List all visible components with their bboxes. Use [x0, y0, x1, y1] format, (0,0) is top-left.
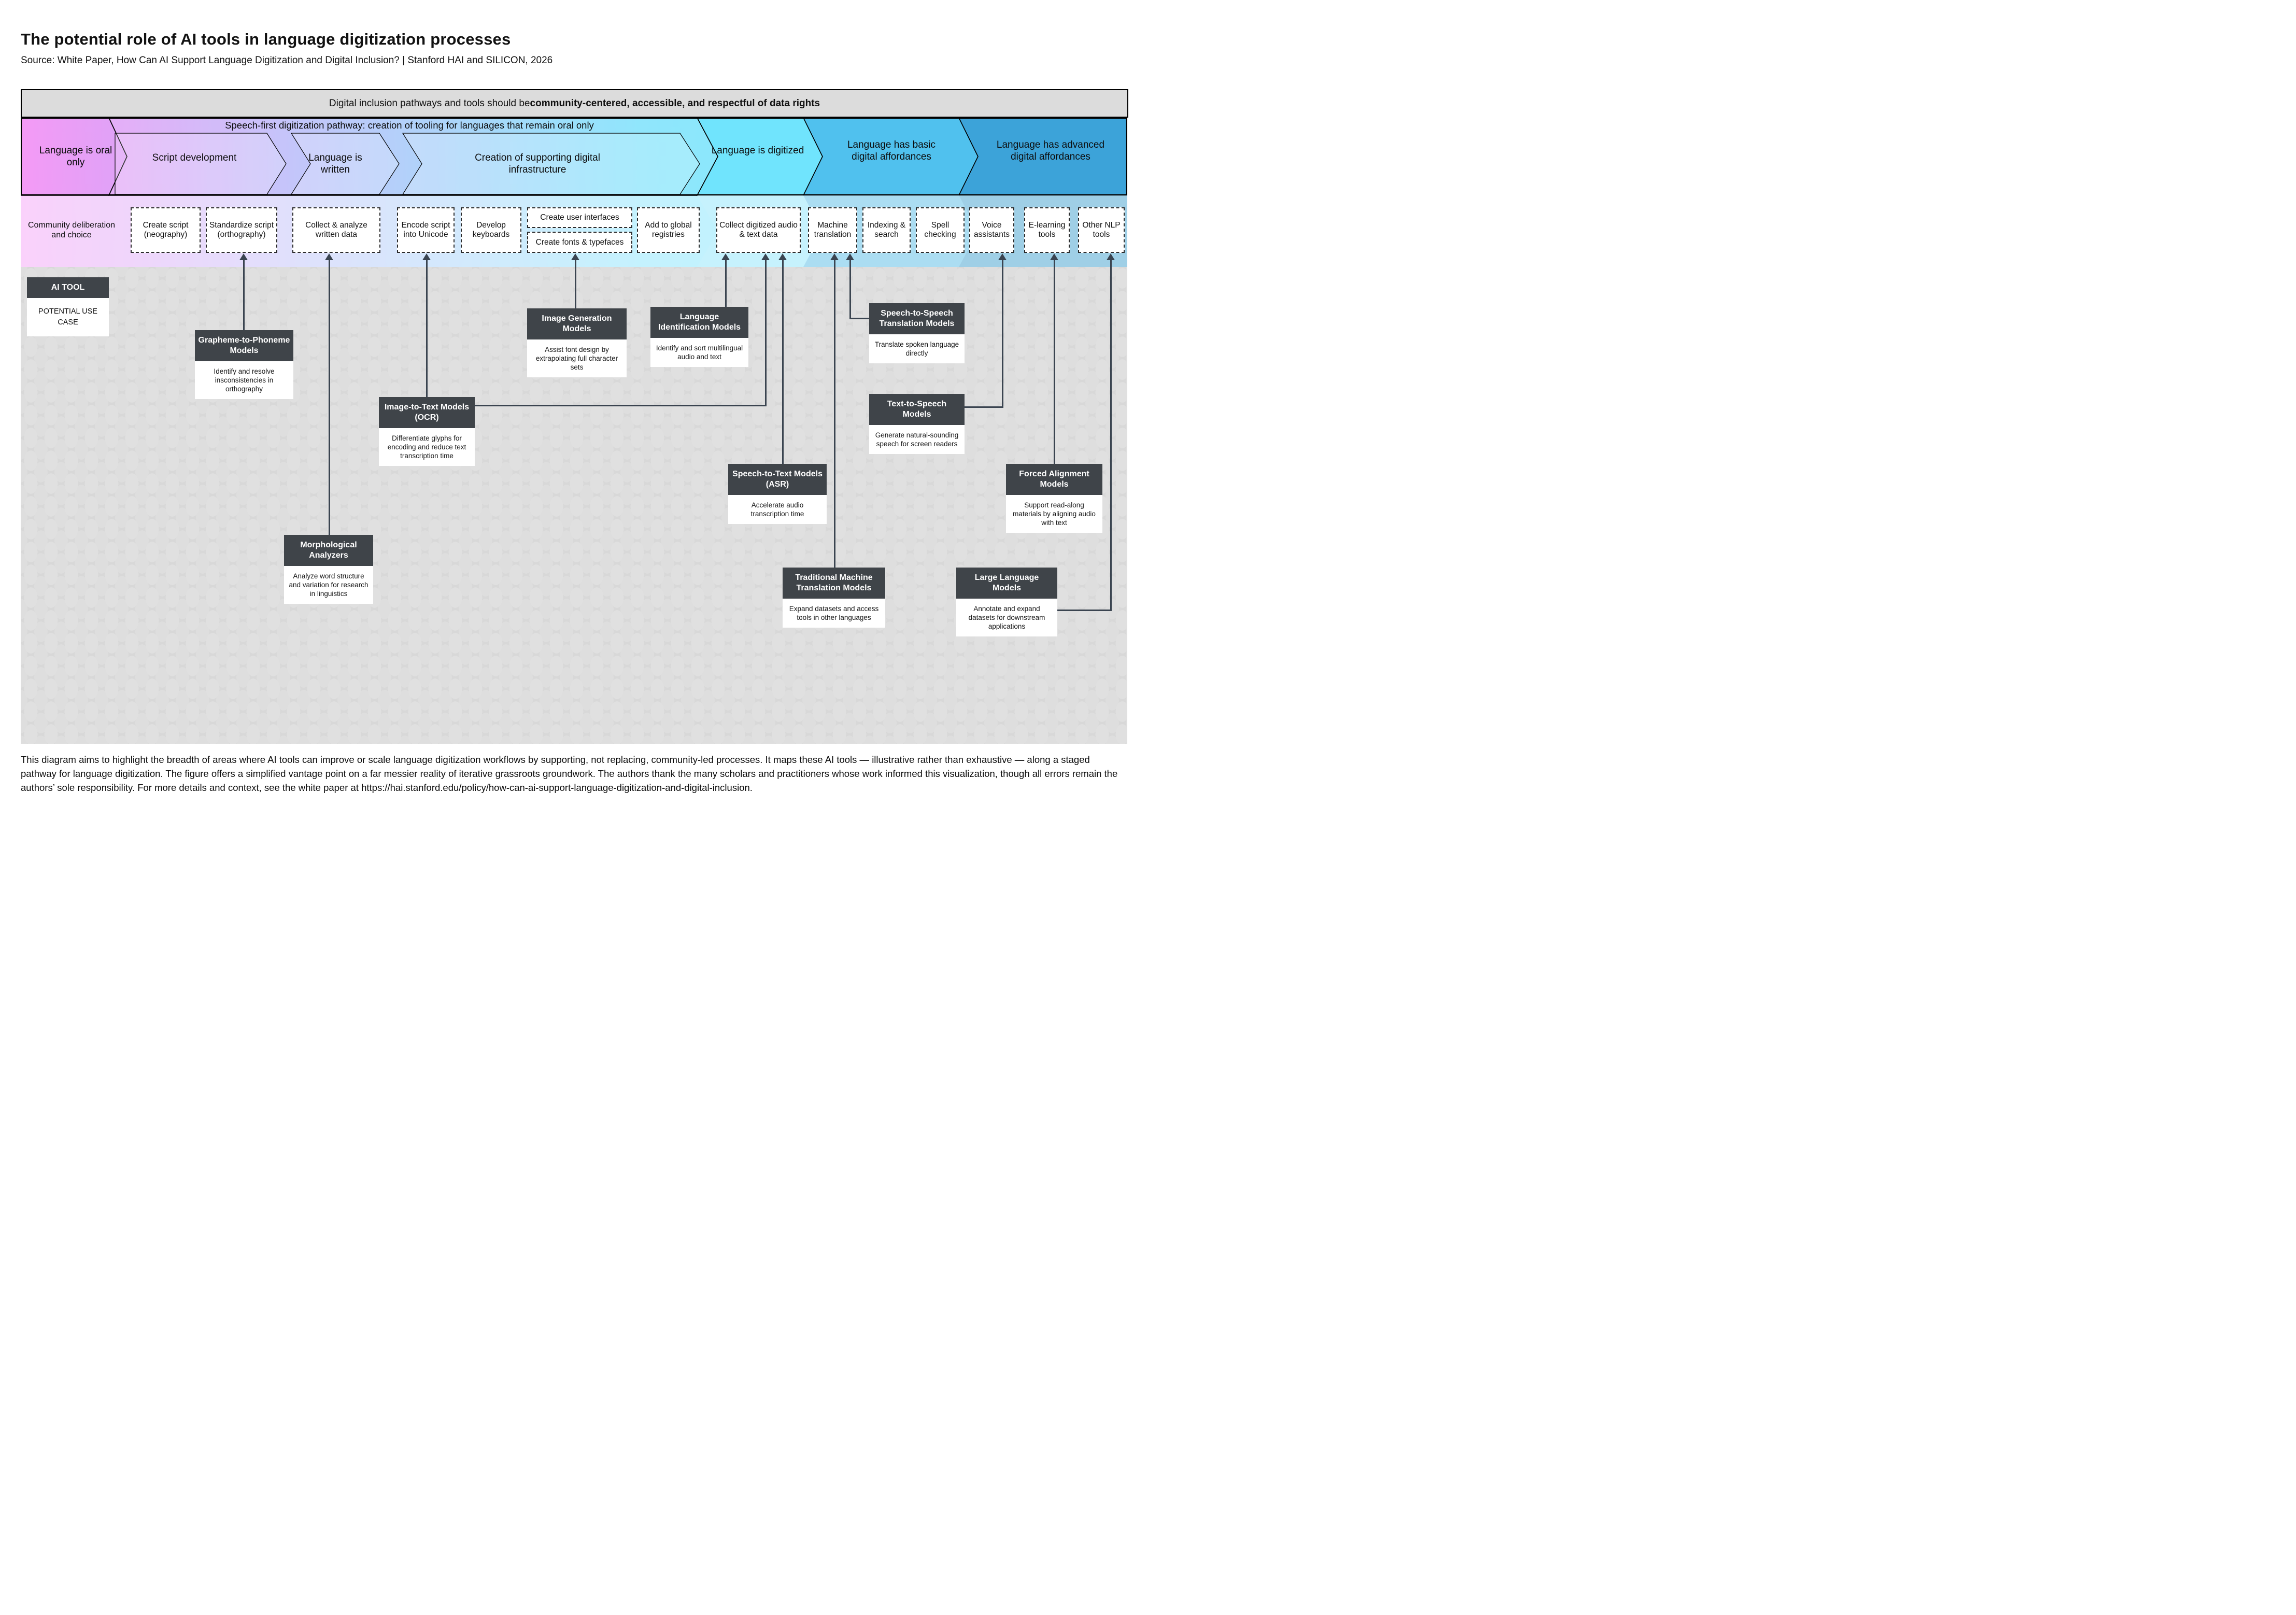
arrowhead-ocr — [422, 253, 431, 260]
tool-desc: Analyze word structure and variation for… — [284, 566, 373, 604]
step-indexing-search: Indexing & search — [862, 207, 911, 253]
stage-oral-label: Language is oral only — [39, 145, 112, 168]
tool-title: Image-to-Text Models (OCR) — [379, 397, 475, 428]
arrowhead-g2p — [239, 253, 248, 260]
tool-large-language-models: Large Language Models Annotate and expan… — [956, 568, 1057, 636]
connector-g2p — [243, 260, 245, 330]
speech-first-label: Speech-first digitization pathway: creat… — [225, 120, 594, 131]
arrowhead-ocr-elbow — [761, 253, 770, 260]
step-machine-translation: Machine translation — [808, 207, 857, 253]
connector-llm-elbow — [1110, 260, 1112, 611]
footer-note: This diagram aims to highlight the bread… — [21, 754, 1118, 793]
tool-image-generation: Image Generation Models Assist font desi… — [527, 308, 627, 377]
connector-asr — [782, 260, 784, 464]
connector-tradmt — [834, 260, 835, 568]
banner-text-bold: community-centered, accessible, and resp… — [530, 97, 820, 109]
page-source: Source: White Paper, How Can AI Support … — [21, 55, 553, 66]
stage-digitized-label: Language is digitized — [711, 145, 804, 156]
tool-desc: Identify and resolve insconsistencies in… — [195, 361, 293, 399]
connector-ocr-up — [426, 260, 428, 397]
arrowhead-llm — [1107, 253, 1115, 260]
connector-imagegen — [575, 260, 576, 308]
tool-title: Forced Alignment Models — [1006, 464, 1102, 495]
tool-title: Traditional Machine Translation Models — [783, 568, 885, 599]
stage-written-shape — [291, 133, 399, 194]
tool-title: Speech-to-Speech Translation Models — [869, 303, 965, 334]
stage-basic-label: Language has basic digital affordances — [847, 139, 936, 162]
connector-ocr-elbow — [765, 260, 767, 406]
tool-title: Language Identification Models — [650, 307, 748, 338]
step-standardize-script: Standardize script (orthography) — [206, 207, 277, 253]
arrowhead-s2s — [846, 253, 854, 260]
page-title: The potential role of AI tools in langua… — [21, 30, 511, 48]
tool-desc: Expand datasets and access tools in othe… — [783, 599, 885, 628]
banner-text: Digital inclusion pathways and tools sho… — [329, 97, 530, 109]
step-create-fonts: Create fonts & typefaces — [527, 232, 632, 253]
arrowhead-tts — [998, 253, 1007, 260]
step-collect-digitized: Collect digitized audio & text data — [716, 207, 801, 253]
tool-title: Large Language Models — [956, 568, 1057, 599]
tool-text-to-speech: Text-to-Speech Models Generate natural-s… — [869, 394, 965, 454]
connector-ocr-right — [475, 405, 767, 406]
principles-banner: Digital inclusion pathways and tools sho… — [21, 89, 1128, 118]
arrowhead-falign — [1050, 253, 1058, 260]
step-global-registries: Add to global registries — [637, 207, 700, 253]
tool-title: Grapheme-to-Phoneme Models — [195, 330, 293, 361]
connector-langid — [725, 260, 727, 307]
tool-title: Speech-to-Text Models (ASR) — [728, 464, 827, 495]
arrowhead-asr — [778, 253, 787, 260]
tool-desc: Translate spoken language directly — [869, 334, 965, 363]
tool-desc: Generate natural-sounding speech for scr… — [869, 425, 965, 454]
arrowhead-langid — [721, 253, 730, 260]
tool-grapheme-to-phoneme: Grapheme-to-Phoneme Models Identify and … — [195, 330, 293, 399]
connector-llm-right — [1057, 610, 1112, 611]
step-elearning-tools: E-learning tools — [1024, 207, 1070, 253]
connector-tts-elbow — [1002, 260, 1003, 408]
stage-infra-label: Creation of supporting digital infrastru… — [475, 152, 600, 175]
tool-forced-alignment: Forced Alignment Models Support read-alo… — [1006, 464, 1102, 533]
tool-speech-to-speech: Speech-to-Speech Translation Models Tran… — [869, 303, 965, 363]
tool-desc: Assist font design by extrapolating full… — [527, 339, 627, 377]
stage-infra-shape — [403, 133, 700, 194]
connector-tts-right — [965, 406, 1003, 408]
connector-morph — [329, 260, 330, 535]
arrowhead-imagegen — [571, 253, 579, 260]
tool-morphological-analyzers: Morphological Analyzers Analyze word str… — [284, 535, 373, 604]
tool-image-to-text-ocr: Image-to-Text Models (OCR) Differentiate… — [379, 397, 475, 466]
tool-desc: Differentiate glyphs for encoding and re… — [379, 428, 475, 466]
tool-desc: Identify and sort multilingual audio and… — [650, 338, 748, 367]
stage-advanced-label: Language has advanced digital affordance… — [996, 139, 1105, 162]
step-spell-checking: Spell checking — [916, 207, 965, 253]
speech-first-container — [109, 118, 718, 195]
tool-title: Text-to-Speech Models — [869, 394, 965, 425]
legend-ai-tool-label: AI TOOL — [27, 277, 109, 298]
connector-s2s-right — [849, 318, 869, 319]
tool-language-identification: Language Identification Models Identify … — [650, 307, 748, 367]
tool-desc: Annotate and expand datasets for downstr… — [956, 599, 1057, 636]
tool-traditional-mt: Traditional Machine Translation Models E… — [783, 568, 885, 628]
connector-falign — [1054, 260, 1055, 464]
stage-script-dev-label: Script development — [152, 152, 237, 163]
tool-title: Morphological Analyzers — [284, 535, 373, 566]
step-voice-assistants: Voice assistants — [969, 207, 1014, 253]
step-develop-keyboards: Develop keyboards — [461, 207, 521, 253]
step-collect-analyze: Collect & analyze written data — [292, 207, 380, 253]
step-other-nlp: Other NLP tools — [1078, 207, 1125, 253]
legend-use-case-label: POTENTIAL USE CASE — [27, 298, 109, 336]
tool-speech-to-text-asr: Speech-to-Text Models (ASR) Accelerate a… — [728, 464, 827, 524]
diagram-canvas: The potential role of AI tools in langua… — [0, 0, 1148, 808]
legend-box: AI TOOL POTENTIAL USE CASE — [27, 277, 109, 336]
stage-written-label: Language is written — [308, 152, 362, 175]
tool-desc: Accelerate audio transcription time — [728, 495, 827, 524]
arrowhead-tradmt — [830, 253, 839, 260]
connector-s2s-elbow — [849, 260, 851, 319]
step-community: Community deliberation and choice — [27, 221, 116, 239]
tool-desc: Support read-along materials by aligning… — [1006, 495, 1102, 533]
step-create-script: Create script (neography) — [131, 207, 201, 253]
step-encode-unicode: Encode script into Unicode — [397, 207, 455, 253]
arrowhead-morph — [325, 253, 333, 260]
tool-title: Image Generation Models — [527, 308, 627, 339]
step-create-ui: Create user interfaces — [527, 207, 632, 228]
stage-script-dev-shape — [115, 133, 286, 194]
